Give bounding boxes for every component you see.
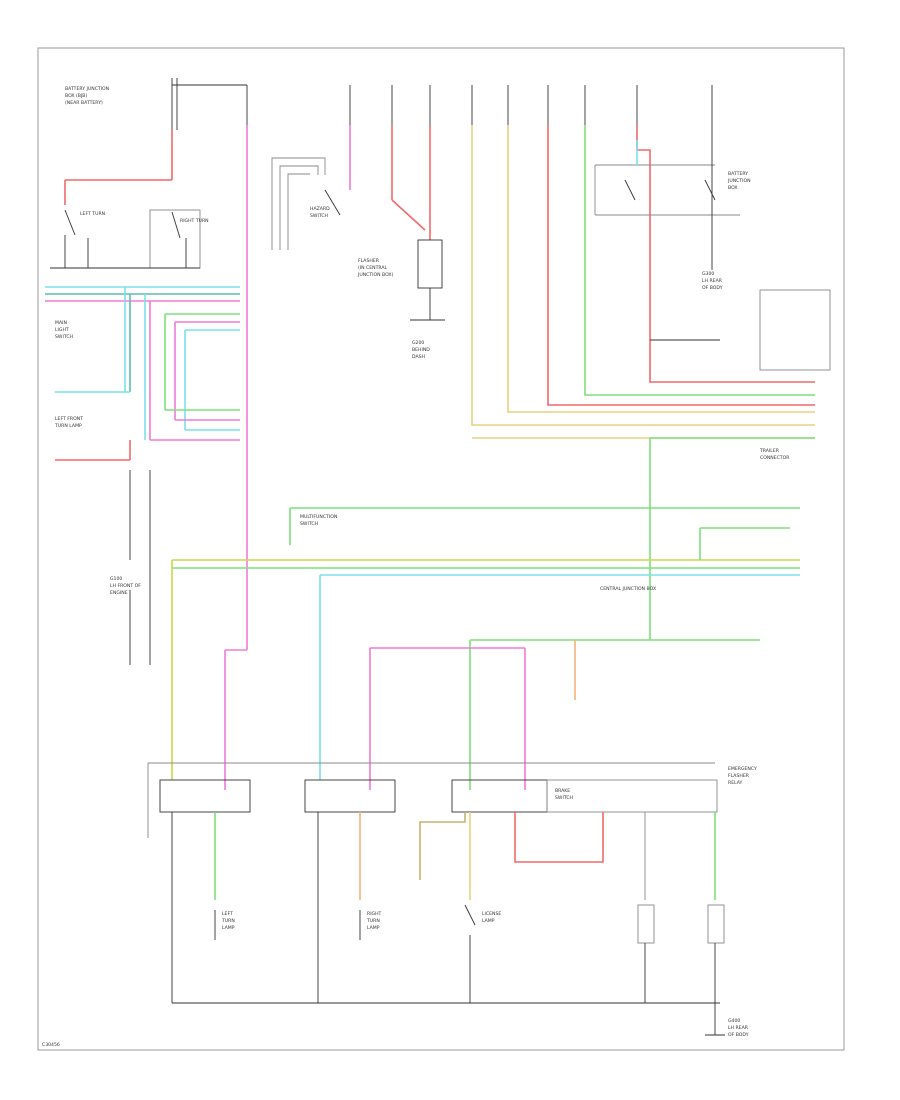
right-top-wires: [471, 125, 831, 641]
label-g100-2: LH FRONT OF: [110, 583, 141, 589]
label-g400-3: OF BODY: [728, 1032, 749, 1038]
label-g200-2: BEHIND: [412, 347, 430, 353]
label-right-lamp-1: RIGHT: [367, 911, 382, 917]
label-emergency-1: EMERGENCY: [728, 766, 757, 772]
diagram-border: [37, 47, 845, 1051]
label-left-upper-1: BATTERY JUNCTION: [65, 86, 109, 92]
label-g300-3: OF BODY: [702, 285, 723, 291]
label-g100-3: ENGINE: [110, 590, 128, 596]
label-multifunction-1: MULTIFUNCTION: [300, 514, 337, 520]
label-battery-right-2: JUNCTION: [727, 178, 751, 184]
label-central-junction: CENTRAL JUNCTION BOX: [600, 586, 656, 592]
label-right-turn-sw: RIGHT TURN: [180, 218, 209, 224]
label-g300-1: G300: [702, 271, 714, 277]
label-g400-2: LH REAR: [728, 1025, 749, 1031]
label-g300-2: LH REAR: [702, 278, 723, 284]
label-emergency-2: FLASHER: [728, 773, 750, 779]
left-wire-bus: [45, 286, 240, 665]
label-left-upper-3: (NEAR BATTERY): [65, 100, 103, 106]
label-left-front-turn-1: LEFT FRONT: [55, 416, 83, 422]
label-right-lamp-3: LAMP: [367, 925, 380, 931]
label-left-lamp-3: LAMP: [222, 925, 235, 931]
labels: BATTERY JUNCTION BOX (BJB) (NEAR BATTERY…: [42, 86, 790, 1048]
label-g100-1: G100: [110, 576, 122, 582]
label-trailer-1: TRAILER: [759, 448, 780, 454]
label-battery-right-3: BOX: [728, 185, 738, 191]
label-hazard-2: SWITCH: [310, 213, 328, 219]
label-left-lamp-2: TURN: [221, 918, 235, 924]
label-battery-right-1: BATTERY: [728, 171, 748, 177]
label-g200-3: DASH: [412, 354, 425, 360]
label-main-light-2: LIGHT: [55, 327, 69, 333]
label-left-upper-2: BOX (BJB): [65, 93, 87, 99]
label-right-lamp-2: TURN: [366, 918, 380, 924]
label-flasher-3: JUNCTION BOX): [357, 272, 394, 278]
footer-code: C30456: [42, 1042, 60, 1048]
label-hazard-1: HAZARD: [310, 206, 330, 212]
label-g400-1: G400: [728, 1018, 740, 1024]
label-left-turn-sw: LEFT TURN: [80, 211, 105, 217]
label-brake-1: BRAKE: [555, 788, 570, 794]
label-flasher-2: (IN CENTRAL: [358, 265, 388, 271]
mid-runs: [171, 507, 800, 790]
label-main-light-3: SWITCH: [55, 334, 73, 340]
label-multifunction-2: SWITCH: [300, 521, 318, 527]
label-left-lamp-1: LEFT: [222, 911, 233, 917]
center-top: [271, 125, 445, 321]
label-brake-2: SWITCH: [555, 795, 573, 801]
label-emergency-3: RELAY: [728, 780, 743, 786]
bottom-relay-block: [147, 762, 725, 1036]
label-left-front-turn-2: TURN LAMP: [54, 423, 82, 429]
fuse-stubs: [171, 78, 713, 130]
label-license-2: LAMP: [482, 918, 495, 924]
label-license-1: LICENSE: [482, 911, 501, 917]
left-turn-switches: [50, 130, 201, 269]
label-g200-1: G200: [412, 340, 424, 346]
label-main-light-1: MAIN: [55, 320, 67, 326]
pink-feed: [224, 125, 248, 790]
label-flasher-1: FLASHER: [358, 258, 380, 264]
label-trailer-2: CONNECTOR: [760, 455, 790, 461]
